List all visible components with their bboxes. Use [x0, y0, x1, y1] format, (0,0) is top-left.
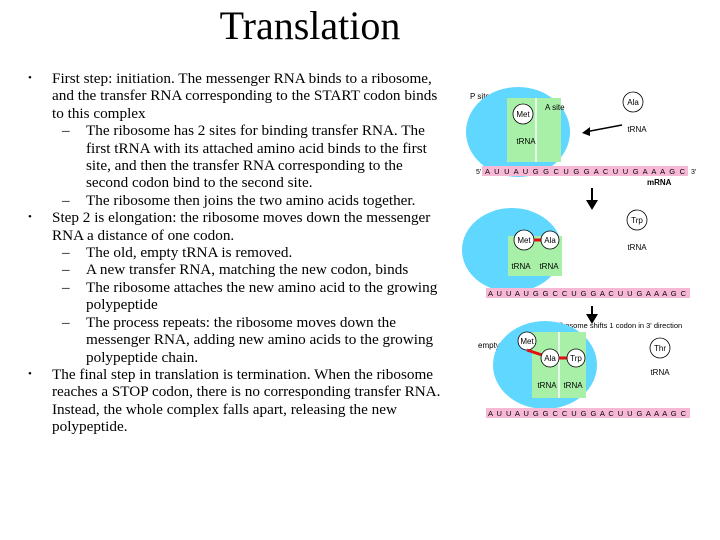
- mrna-sequence-1: A U U A U G G C U G G A C U U G A A A G …: [485, 167, 686, 176]
- bullet-dot-icon: •: [28, 367, 32, 380]
- panel-initiation: P site A site Met tRNA Ala tRNA 5' A U U…: [466, 87, 696, 187]
- bullet-dot-icon: •: [28, 72, 32, 84]
- met-label-3: Met: [520, 337, 534, 346]
- sub-bullet: – A new transfer RNA, matching the new c…: [24, 261, 444, 278]
- bullet-dot-icon: •: [28, 211, 32, 224]
- bullet-text: First step: initiation. The messenger RN…: [52, 70, 438, 122]
- met-amino-acid-1: [512, 103, 534, 125]
- translation-diagram: P site A site Met tRNA Ala tRNA 5' A U U…: [450, 70, 720, 430]
- arrow-head-icon: [582, 127, 590, 136]
- a-site-label: A site: [545, 103, 565, 112]
- bullet-initiation: • First step: initiation. The messenger …: [24, 70, 444, 122]
- dash-icon: –: [62, 244, 70, 262]
- three-prime-label-1: 3': [691, 169, 696, 176]
- sub-bullet-text: The ribosome then joins the two amino ac…: [86, 191, 416, 209]
- dash-icon: –: [62, 278, 70, 296]
- trp-amino-acid-2: [566, 348, 586, 368]
- sub-bullet-text: The ribosome has 2 sites for binding tra…: [86, 122, 427, 192]
- thr-amino-acid: [649, 337, 671, 359]
- trna-label-3b: tRNA: [563, 381, 583, 390]
- mrna-strand-2: [486, 288, 690, 298]
- trna-label-2b: tRNA: [539, 262, 559, 271]
- translation-diagram-svg: P site A site Met tRNA Ala tRNA 5' A U U…: [462, 87, 696, 418]
- trna-label-3a: tRNA: [537, 381, 557, 390]
- bullet-text: The final step in translation is termina…: [52, 365, 441, 436]
- ala-amino-acid-1: [622, 91, 644, 113]
- met-label-1: Met: [516, 110, 530, 119]
- mrna-label: mRNA: [647, 178, 672, 187]
- dash-icon: –: [62, 191, 70, 209]
- sub-bullet-text: The ribosome attaches the new amino acid…: [86, 278, 438, 314]
- sub-bullet: – The old, empty tRNA is removed.: [24, 244, 444, 261]
- sub-bullet-text: The process repeats: the ribosome moves …: [86, 313, 434, 366]
- sub-bullet: – The ribosome then joins the two amino …: [24, 192, 444, 209]
- trp-label-2: Trp: [570, 354, 582, 363]
- sub-bullet-text: A new transfer RNA, matching the new cod…: [86, 261, 409, 279]
- panel-elongation: empty tRNA Met Ala Trp tRNA tRNA Thr tRN…: [478, 321, 690, 418]
- thr-label: Thr: [654, 344, 666, 353]
- dash-icon: –: [62, 313, 70, 331]
- mrna-strand-3: [486, 408, 690, 418]
- trp-amino-acid-1: [626, 209, 648, 231]
- panel-peptide-bond: Met Ala tRNA tRNA Trp tRNA A U U A U G G…: [462, 208, 690, 298]
- p-site-label: P site: [470, 92, 490, 101]
- mrna-strand-1: [482, 166, 688, 176]
- bullet-text: Step 2 is elongation: the ribosome moves…: [52, 209, 431, 244]
- bullet-elongation: • Step 2 is elongation: the ribosome mov…: [24, 209, 444, 244]
- dash-icon: –: [62, 261, 70, 279]
- trna-label-free-2: tRNA: [627, 243, 647, 252]
- mrna-sequence-3: A U U A U G G C C U G G A C U U G A A A …: [488, 409, 687, 418]
- mrna-sequence-2: A U U A U G G C C U G G A C U U G A A A …: [488, 289, 687, 298]
- trna-label-free-3: tRNA: [650, 368, 670, 377]
- bullet-list: • First step: initiation. The messenger …: [24, 70, 444, 436]
- five-prime-label-1: 5': [476, 169, 481, 176]
- sub-bullet: – The process repeats: the ribosome move…: [24, 314, 444, 366]
- sub-bullet: – The ribosome attaches the new amino ac…: [24, 279, 444, 314]
- shift-note: Ribosome shifts 1 codon in 3' direction: [554, 321, 682, 330]
- dash-icon: –: [62, 122, 70, 140]
- arrow-down-icon: [586, 314, 598, 324]
- slide-title: Translation: [219, 3, 401, 48]
- trna-label-free-1: tRNA: [627, 125, 647, 134]
- trna-label-2a: tRNA: [511, 262, 531, 271]
- sub-bullet-text: The old, empty tRNA is removed.: [86, 244, 293, 262]
- trna-label-1: tRNA: [516, 137, 536, 146]
- ala-label-3: Ala: [544, 354, 556, 363]
- bullet-termination: • The final step in translation is termi…: [24, 366, 444, 436]
- arrow-down-icon: [586, 200, 598, 210]
- trp-label-1: Trp: [631, 216, 643, 225]
- ala-label-1: Ala: [627, 98, 639, 107]
- met-label-2: Met: [517, 236, 531, 245]
- ala-amino-acid-2: [540, 230, 560, 250]
- sub-bullet: – The ribosome has 2 sites for binding t…: [24, 122, 444, 192]
- binding-arrow-1: [584, 124, 623, 133]
- ala-label-2: Ala: [544, 236, 556, 245]
